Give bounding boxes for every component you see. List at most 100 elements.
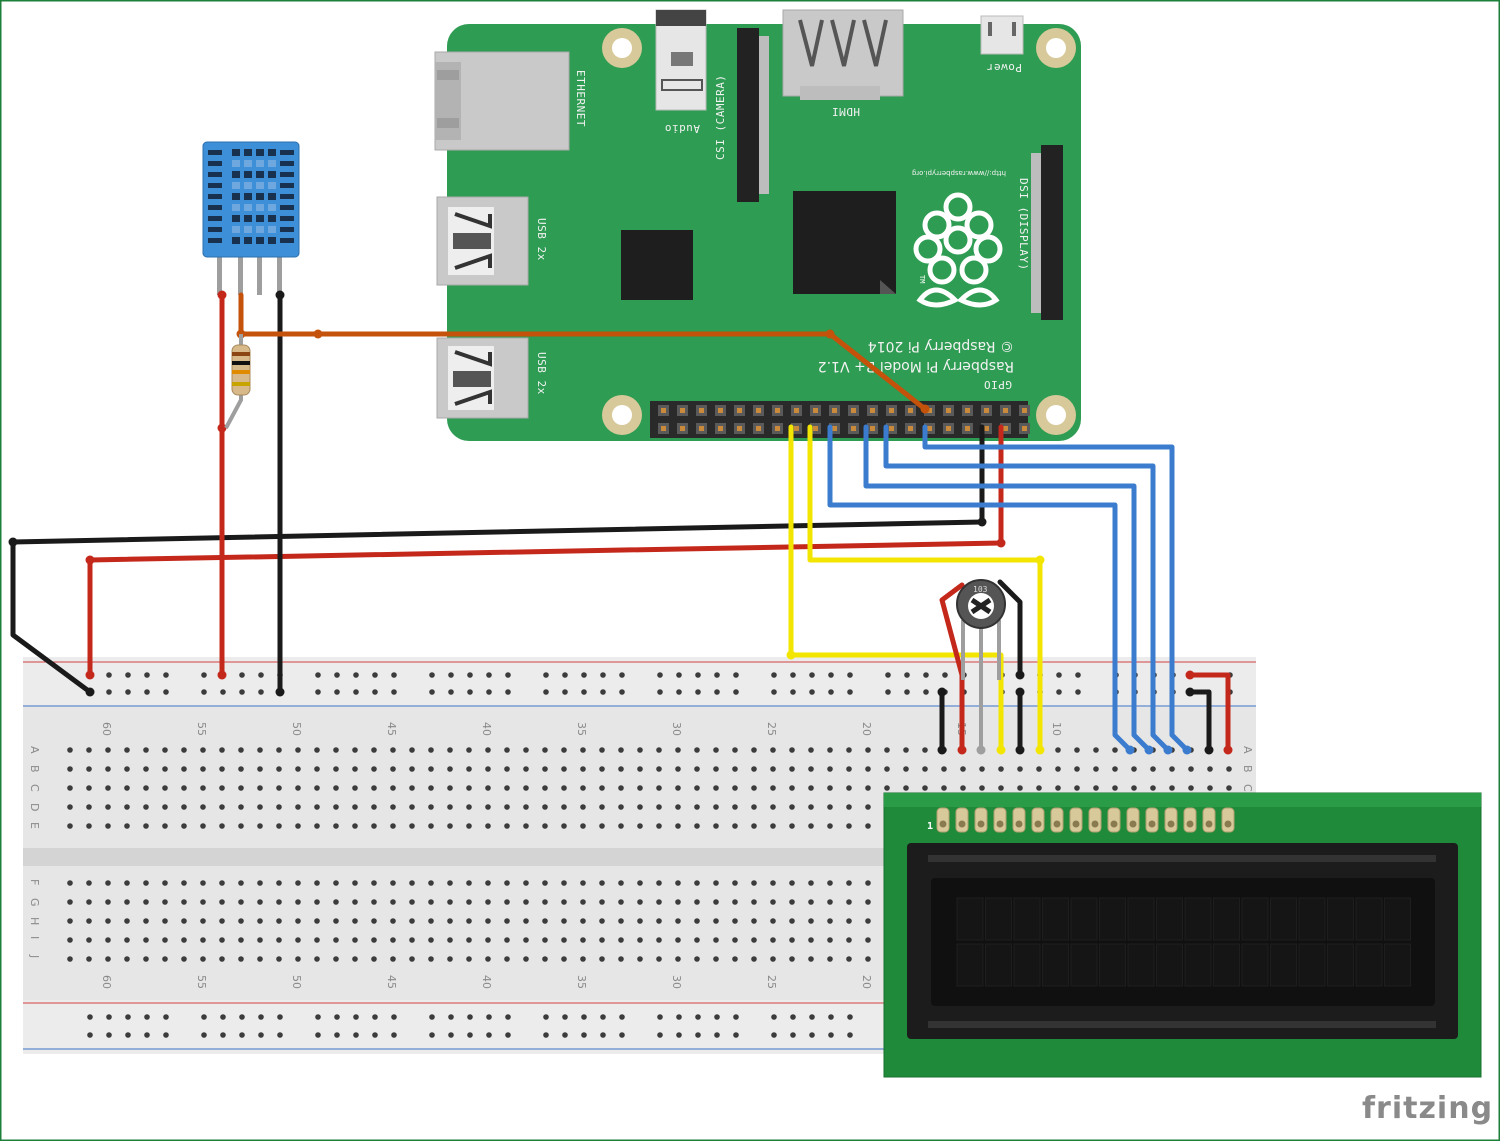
breadboard-hole (675, 937, 681, 943)
breadboard-hole (846, 804, 852, 810)
lcd-cell (1099, 943, 1126, 987)
lcd-cell (1013, 897, 1041, 941)
breadboard-hole (124, 747, 130, 753)
breadboard-hole (504, 823, 510, 829)
rail-hole (448, 689, 454, 695)
lcd-cell (1042, 943, 1069, 987)
lcd-pin (1107, 807, 1121, 833)
breadboard-hole (618, 956, 624, 962)
breadboard-hole (447, 880, 453, 886)
breadboard-hole (789, 823, 795, 829)
rail-hole (923, 672, 929, 678)
grille-slot (208, 216, 222, 221)
rail-hole (258, 1032, 264, 1038)
grille-slot (208, 161, 222, 166)
breadboard-hole (922, 785, 928, 791)
lcd-character-cells (956, 897, 1411, 987)
lcd-pin (936, 807, 950, 833)
lcd-cell (985, 897, 1012, 941)
breadboard-hole (675, 899, 681, 905)
grille-cell (268, 149, 276, 156)
breadboard-hole (333, 766, 339, 772)
breadboard-hole (409, 785, 415, 791)
breadboard-hole (561, 823, 567, 829)
breadboard-hole (238, 804, 244, 810)
breadboard-hole (466, 956, 472, 962)
lcd-cell (1213, 943, 1240, 987)
breadboard-hole (903, 766, 909, 772)
gpio-pin-core (680, 426, 685, 431)
breadboard-hole (162, 823, 168, 829)
breadboard-hole (656, 823, 662, 829)
breadboard-hole (124, 937, 130, 943)
breadboard-hole (124, 823, 130, 829)
breadboard-hole (751, 918, 757, 924)
breadboard-hole (143, 899, 149, 905)
rail-hole (144, 689, 150, 695)
rail-hole (733, 1014, 739, 1020)
rail-hole (562, 689, 568, 695)
breadboard-hole (523, 747, 529, 753)
wire-endpoint (1182, 745, 1192, 755)
breadboard-hole (979, 766, 985, 772)
breadboard-hole (922, 766, 928, 772)
breadboard-hole (276, 823, 282, 829)
breadboard-hole (827, 804, 833, 810)
breadboard-hole (941, 785, 947, 791)
breadboard-hole (257, 937, 263, 943)
breadboard-hole (1131, 785, 1137, 791)
rail-hole (429, 689, 435, 695)
lcd-pin (1202, 807, 1216, 833)
breadboard-hole (713, 785, 719, 791)
grille-cell (256, 182, 264, 189)
rail-hole (847, 689, 853, 695)
gpio-pin-core (984, 408, 989, 413)
gpio-pin-core (889, 408, 894, 413)
breadboard-hole (618, 899, 624, 905)
breadboard-hole (447, 823, 453, 829)
grille-cell (244, 160, 252, 167)
grille-cell (232, 149, 240, 156)
breadboard-hole (1226, 785, 1232, 791)
gpio-pin-core (661, 408, 666, 413)
grille-slot (208, 150, 222, 155)
breadboard-hole (485, 747, 491, 753)
breadboard-hole (770, 956, 776, 962)
breadboard-hole (124, 785, 130, 791)
breadboard-hole (751, 785, 757, 791)
gpio-pin-core (775, 408, 780, 413)
wire-backlight-gnd (1187, 689, 1212, 753)
breadboard-hole (1036, 785, 1042, 791)
rail-hole (771, 672, 777, 678)
breadboard-hole (390, 880, 396, 886)
lcd-pin (1145, 807, 1159, 833)
grille-cell (268, 215, 276, 222)
breadboard-hole (618, 937, 624, 943)
breadboard-hole (827, 899, 833, 905)
gpio-pin-core (965, 426, 970, 431)
row-letter: C (1241, 784, 1254, 792)
breadboard-hole (409, 823, 415, 829)
rail-hole (163, 672, 169, 678)
rail-hole (144, 1032, 150, 1038)
breadboard-hole (789, 918, 795, 924)
breadboard-hole (295, 899, 301, 905)
breadboard-hole (618, 918, 624, 924)
breadboard-hole (542, 804, 548, 810)
breadboard-hole (713, 823, 719, 829)
breadboard-hole (808, 747, 814, 753)
grille-cell (244, 237, 252, 244)
breadboard-hole (694, 766, 700, 772)
rail-hole (809, 1032, 815, 1038)
breadboard-hole (181, 823, 187, 829)
breadboard-hole (428, 918, 434, 924)
audio-label: Audio (664, 122, 700, 135)
grille-cell (268, 182, 276, 189)
breadboard-hole (770, 823, 776, 829)
wire-pot-gnd (997, 579, 1023, 678)
gpio-pin-core (889, 426, 894, 431)
breadboard-hole (200, 823, 206, 829)
breadboard-hole (200, 747, 206, 753)
rail-hole (695, 672, 701, 678)
breadboard-hole (865, 785, 871, 791)
